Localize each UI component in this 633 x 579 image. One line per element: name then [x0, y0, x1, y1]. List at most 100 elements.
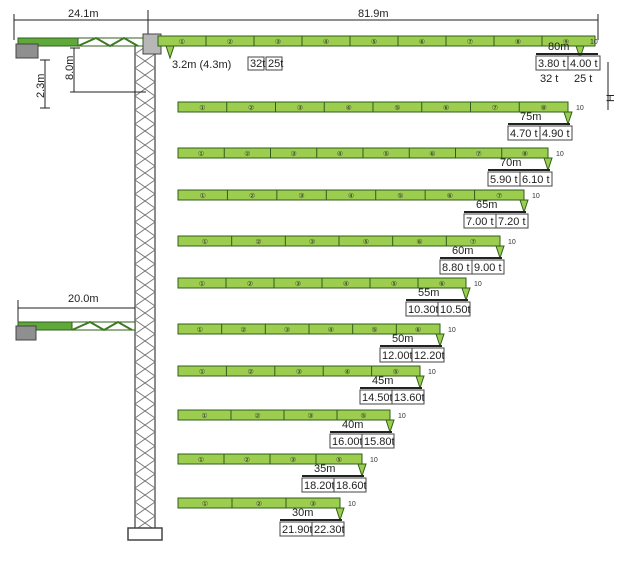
tip-load-b: 6.10 t — [522, 174, 550, 186]
short-counterweight — [15, 325, 37, 341]
top-jib-section-number: ⑦ — [467, 38, 473, 46]
top-jib-section-number: ⑥ — [419, 38, 425, 46]
jib-section-number: ④ — [345, 104, 351, 112]
jib-end-label: 10 — [370, 457, 378, 464]
jib-section-number: ③ — [284, 326, 290, 334]
jib-section-number: ⑦ — [470, 238, 476, 246]
jib-section-number: ④ — [344, 368, 350, 376]
load-box-b — [567, 55, 601, 71]
trolley-hook — [495, 245, 505, 260]
trolley-hook — [563, 111, 573, 126]
tip-load-a: 21.90t — [282, 524, 313, 536]
load-box-b — [411, 347, 445, 363]
jib-length-label: 45m — [372, 375, 393, 387]
jib-end-label: 10 — [428, 369, 436, 376]
jib-end-label: 10 — [508, 239, 516, 246]
top-load-a: 32t — [250, 58, 265, 70]
load-box-b — [519, 171, 553, 187]
jib-section-number: ④ — [343, 280, 349, 288]
jib-section-number: ① — [200, 192, 206, 200]
jib-end-label: 10 — [590, 39, 598, 46]
jib-section-number: ② — [248, 104, 254, 112]
tip-load-b: 15.80t — [364, 436, 395, 448]
tower-mast — [127, 33, 163, 541]
jib-section-number: ② — [240, 326, 246, 334]
load-box-b — [437, 301, 471, 317]
jib-section-number: ④ — [337, 150, 343, 158]
jib-section-number: ⑥ — [429, 150, 435, 158]
tip-load-a: 7.00 t — [466, 216, 494, 228]
jib-section-number: ③ — [309, 238, 315, 246]
jib-section-number: ③ — [295, 280, 301, 288]
tip-load-a: 5.90 t — [490, 174, 518, 186]
jib-section-number: ② — [244, 150, 250, 158]
jib-length-label: 70m — [500, 157, 521, 169]
jib-section-number: ⑤ — [383, 150, 389, 158]
load-box-b — [539, 125, 573, 141]
jib-length-label: 81.9m — [358, 8, 389, 20]
jib-section-number: ⑤ — [391, 280, 397, 288]
jib-section-number: ⑥ — [443, 104, 449, 112]
jib-length-label: 65m — [476, 199, 497, 211]
tip-load-b: 9.00 t — [474, 262, 502, 274]
jib-section-number: ② — [247, 368, 253, 376]
trolley-hook — [415, 375, 425, 390]
tip-load-b: 4.00 t — [570, 58, 598, 70]
jib-section-number: ④ — [348, 192, 354, 200]
cab-height-dimensions: 2.3m 8.0m — [35, 47, 146, 109]
tip-load-a: 3.80 t — [538, 58, 566, 70]
short-counter-jib-length-label: 20.0m — [68, 293, 99, 305]
jib-bar — [177, 365, 421, 377]
tip-load-b: 22.30t — [314, 524, 345, 536]
mast-base — [127, 527, 163, 541]
jib-section-number: ⑦ — [475, 150, 481, 158]
tip-load-b: 7.20 t — [498, 216, 526, 228]
jib-bar — [177, 189, 525, 201]
jib-end-label: 10 — [576, 105, 584, 112]
jib-section-number: ① — [197, 326, 203, 334]
trolley-hook — [575, 45, 585, 60]
load-box-b — [361, 433, 395, 449]
jib-section-number: ② — [247, 280, 253, 288]
jib-length-label: 35m — [314, 463, 335, 475]
jib-end-label: 10 — [348, 501, 356, 508]
jib-section-number: ② — [256, 500, 262, 508]
jib-section-number: ④ — [328, 326, 334, 334]
jib-section-number: ① — [199, 280, 205, 288]
jib-section-number: ⑤ — [363, 238, 369, 246]
trolley-hook — [385, 419, 395, 434]
jib-end-label: 10 — [448, 327, 456, 334]
trolley-hook — [335, 507, 345, 522]
jib-section-number: ① — [202, 238, 208, 246]
jib-section-number: ② — [244, 456, 250, 464]
top-jib-section-number: ⑤ — [371, 38, 377, 46]
jib-section-number: ⑥ — [416, 238, 422, 246]
tip-load-a: 4.70 t — [510, 128, 538, 140]
jib-section-number: ② — [255, 238, 261, 246]
load-box-b — [311, 521, 345, 537]
jib-length-label: 55m — [418, 287, 439, 299]
jib-length-label: 30m — [292, 507, 313, 519]
jib-length-label: 40m — [342, 419, 363, 431]
jib-section-number: ③ — [290, 150, 296, 158]
sub-load-a: 32 t — [540, 73, 558, 85]
load-box-b — [471, 259, 505, 275]
top-jib-section-number: ③ — [275, 38, 281, 46]
jib-end-label: 10 — [474, 281, 482, 288]
tip-load-a: 12.00t — [382, 350, 413, 362]
jib-section-number: ② — [249, 192, 255, 200]
jib-section-number: ③ — [290, 456, 296, 464]
counter-jib-length-label: 24.1m — [68, 8, 99, 20]
jib-length-label: 80m — [548, 41, 569, 53]
hook-height-label: H — [605, 94, 617, 102]
counter-jib-top — [15, 36, 144, 59]
jib-end-label: 10 — [556, 151, 564, 158]
top-load-box-a — [247, 56, 265, 71]
jib-end-label: 10 — [532, 193, 540, 200]
